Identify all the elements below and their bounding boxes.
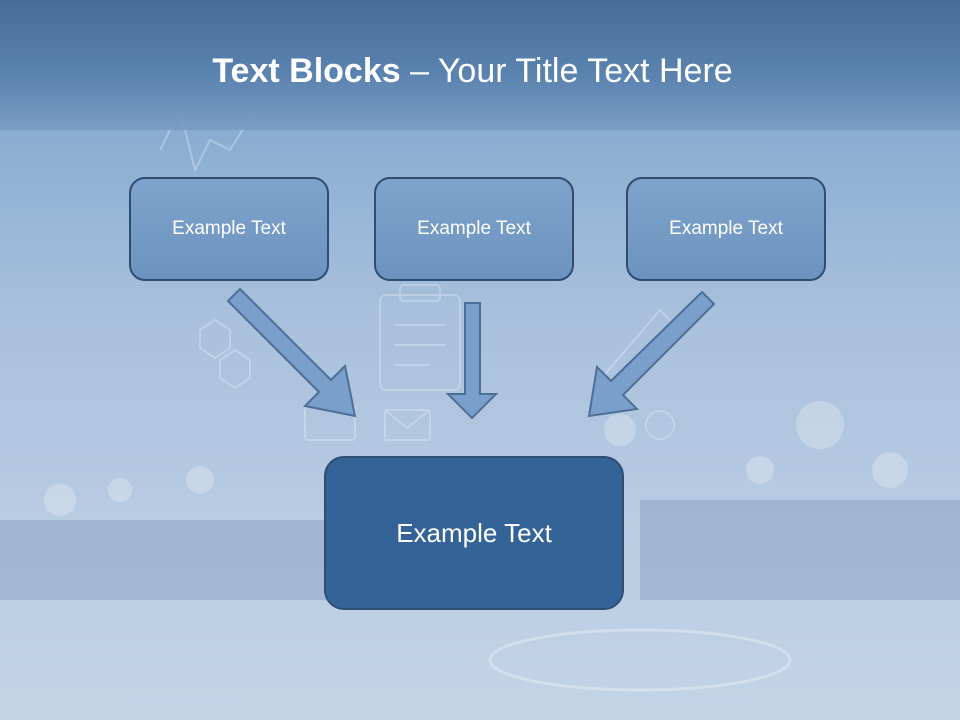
title-bold: Text Blocks: [212, 52, 401, 90]
syringe-icon: [598, 308, 677, 397]
text-block-3[interactable]: Example Text: [626, 177, 826, 281]
hexagon-shape: [199, 318, 231, 360]
text-block-2-label: Example Text: [417, 218, 531, 239]
text-block-1[interactable]: Example Text: [129, 177, 329, 281]
slide-title: Text Blocks – Your Title Text Here: [0, 52, 945, 91]
clipboard-icon: [379, 294, 461, 391]
text-block-1-label: Example Text: [172, 218, 286, 239]
crowd-silhouettes: [0, 500, 960, 600]
text-block-3-label: Example Text: [669, 218, 783, 239]
power-icon: [645, 410, 675, 440]
monitor-icon: [304, 404, 356, 441]
title-band: [0, 0, 960, 130]
title-separator: –: [410, 52, 430, 90]
bubbles: [44, 401, 908, 516]
envelope-icon: [384, 409, 431, 441]
text-block-2[interactable]: Example Text: [374, 177, 574, 281]
target-text-block-label: Example Text: [396, 517, 552, 548]
title-rest: Your Title Text Here: [437, 52, 733, 90]
target-text-block[interactable]: Example Text: [324, 456, 624, 610]
